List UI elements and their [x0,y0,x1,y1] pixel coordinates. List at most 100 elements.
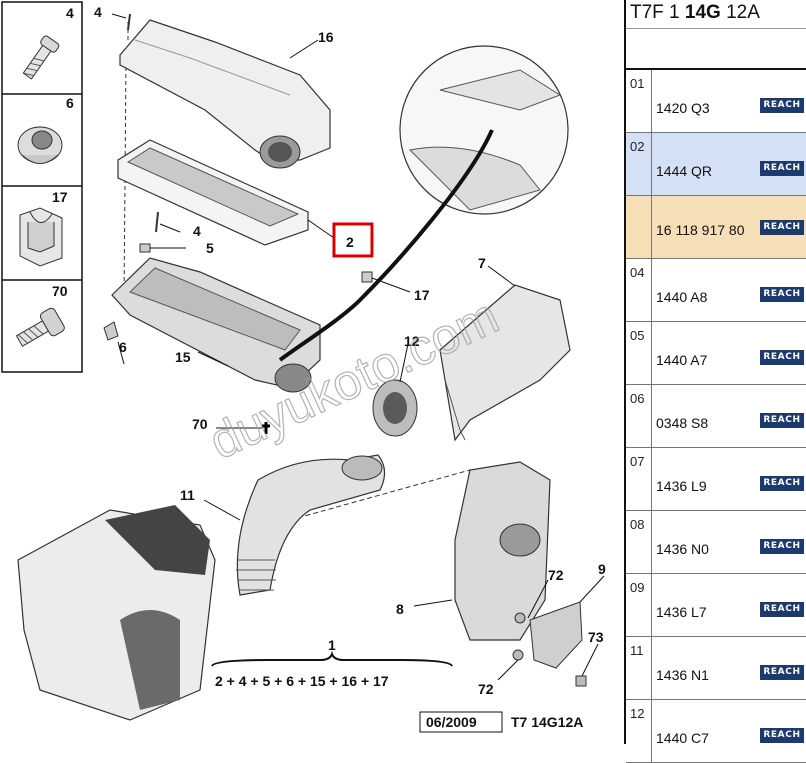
breather-hose[interactable] [278,129,494,362]
reference-row-index: 01 [626,70,652,132]
bracket[interactable] [512,601,587,687]
callout-4b[interactable]: 4 [193,223,201,239]
side-part-screw-4[interactable]: 4 [20,5,74,81]
callout-73[interactable]: 73 [588,629,604,645]
callout-4[interactable]: 4 [94,4,102,20]
exploded-parts-diagram: 4 6 17 70 [1,1,606,733]
reference-number[interactable]: 1440 A8 [656,289,708,305]
side-part-4-label: 4 [66,5,74,21]
reach-badge[interactable]: REACH [760,350,804,365]
reference-number[interactable]: 1440 A7 [656,352,708,368]
callout-7[interactable]: 7 [478,255,486,271]
leader-lines [111,13,605,681]
reference-row-index: 02 [626,133,652,195]
reach-badge[interactable]: REACH [760,413,804,428]
reference-row-index: 09 [626,574,652,636]
reach-badge[interactable]: REACH [760,539,804,554]
selected-part-highlight[interactable] [332,222,374,258]
reference-number[interactable]: 1444 QR [656,163,713,179]
callout-15[interactable]: 15 [175,349,191,365]
reach-badge[interactable]: REACH [760,728,804,743]
reference-row-index: 11 [626,637,652,699]
assembly-brace [211,650,453,667]
side-part-70-label: 70 [52,283,68,299]
reference-row-index: 06 [626,385,652,447]
reach-badge[interactable]: REACH [760,220,804,235]
sleeve-seal[interactable] [372,379,418,437]
callout-17[interactable]: 17 [414,287,430,303]
callout-16[interactable]: 16 [318,29,334,45]
reach-badge[interactable]: REACH [760,476,804,491]
callout-1[interactable]: 1 [328,637,336,653]
callout-5[interactable]: 5 [206,240,214,256]
callout-2[interactable]: 2 [346,234,354,250]
panel-spacer [626,29,806,70]
callout-labels: 4 16 2 4 5 17 7 12 6 15 70 11 72 9 8 73 … [94,4,606,697]
callout-72b[interactable]: 72 [478,681,494,697]
reference-number[interactable]: 16 118 917 80 [656,222,745,238]
panel-header-bold: 14G [684,2,721,23]
inset-detail-view [399,45,569,215]
hardware-small-parts [103,13,373,434]
panel-header-suffix: 12A [720,2,760,23]
reference-number[interactable]: 1440 C7 [656,730,709,746]
reach-badge[interactable]: REACH [760,98,804,113]
side-part-17-label: 17 [52,189,68,205]
assembly-formula: 2 + 4 + 5 + 6 + 15 + 16 + 17 [215,673,389,689]
engine-cover[interactable] [439,284,571,442]
side-part-clip-6[interactable]: 6 [17,95,74,164]
reach-badge[interactable]: REACH [760,161,804,176]
side-part-6-label: 6 [66,95,74,111]
reach-badge[interactable]: REACH [760,602,804,617]
reference-number[interactable]: 1436 N1 [656,667,709,683]
reference-number[interactable]: 1436 L7 [656,604,707,620]
callout-11[interactable]: 11 [180,487,195,503]
diagram-canvas: 4 6 17 70 [1,1,606,733]
panel-header-prefix: T7F 1 [630,2,685,23]
reference-number[interactable]: 1436 L9 [656,478,707,494]
reference-number[interactable]: 1420 Q3 [656,100,710,116]
side-part-bolt-70[interactable]: 70 [13,283,68,352]
reach-badge[interactable]: REACH [760,665,804,680]
air-intake-duct[interactable] [236,454,386,596]
side-part-clip-17[interactable]: 17 [19,189,68,267]
reference-row-index [626,196,652,258]
callout-9[interactable]: 9 [598,561,606,577]
reference-row-index: 04 [626,259,652,321]
reach-badge[interactable]: REACH [760,287,804,302]
diagram-date: 06/2009 [426,714,477,730]
reference-row-index: 07 [626,448,652,510]
air-filter-cover[interactable] [119,19,331,169]
date-box [419,711,503,733]
resonator-housing[interactable] [454,461,551,641]
reference-row[interactable]: 16 118 917 80 REACH [626,196,806,259]
callout-8[interactable]: 8 [396,601,404,617]
engine-overview [17,505,216,721]
callout-70[interactable]: 70 [192,416,208,432]
reference-row-index: 12 [626,700,652,762]
callout-12[interactable]: 12 [404,333,420,349]
reference-number[interactable]: 1436 N0 [656,541,709,557]
side-parts-column: 4 6 17 70 [1,1,83,373]
panel-header: T7F 1 14G 12A [626,0,806,29]
reference-row-index: 05 [626,322,652,384]
reference-number[interactable]: 0348 S8 [656,415,709,431]
diagram-page-code: T7 14G12A [511,714,583,730]
callout-72a[interactable]: 72 [548,567,564,583]
reference-row-index: 08 [626,511,652,573]
air-filter-box[interactable] [111,257,321,393]
air-filter-element[interactable] [117,139,309,246]
callout-6[interactable]: 6 [119,339,127,355]
